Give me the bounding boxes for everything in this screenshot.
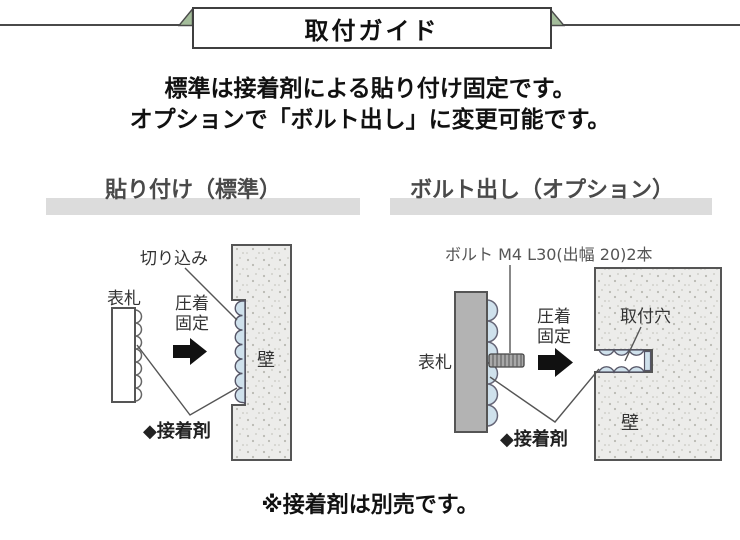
wall-shape [231, 244, 292, 461]
adhesive-bead-slot-end [643, 350, 652, 372]
nameplate-label: 表札 [418, 353, 452, 373]
arrow-right-icon [538, 348, 573, 377]
diagram-adhesive-standard: 切り込み 表札 圧着 固定 壁 ◆接着剤 [107, 244, 292, 461]
section-heading-bolt: ボルト出し（オプション） [410, 178, 675, 203]
leader-line-adhesive [136, 344, 238, 416]
adhesive-bead-wall [234, 300, 246, 404]
bolt-icon [488, 353, 525, 368]
intro-line-2: オプションで「ボルト出し」に変更可能です。 [129, 107, 611, 133]
leader-line-hole [624, 326, 642, 362]
wall-label: 壁 [257, 350, 275, 371]
section-heading-adhesive: 貼り付け（標準） [105, 178, 282, 203]
notch-label: 切り込み [140, 249, 208, 269]
footer-note: ※接着剤は別売です。 [261, 493, 479, 518]
section-bar-right [390, 198, 712, 215]
section-bar-left [46, 198, 360, 215]
adhesive-label: ◆接着剤 [143, 420, 211, 442]
adhesive-label: ◆接着剤 [500, 428, 568, 450]
leader-line-adhesive [489, 368, 600, 423]
press-fix-label-1: 圧着 [175, 294, 209, 314]
adhesive-bead-slot-bottom [598, 366, 645, 374]
intro-line-1: 標準は接着剤による貼り付け固定です。 [164, 76, 576, 102]
adhesive-bead-slot-top [598, 348, 645, 356]
intro-text: 標準は接着剤による貼り付け固定です。 オプションで「ボルト出し」に変更可能です。 [0, 74, 740, 136]
nameplate-label: 表札 [107, 289, 141, 309]
mounting-hole-label: 取付穴 [620, 307, 671, 327]
page-title: 取付ガイド [304, 16, 440, 45]
nameplate-shape [454, 291, 488, 433]
banner-box: 取付ガイド [192, 7, 552, 49]
press-fix-label-2: 固定 [175, 314, 209, 334]
wall-shape [594, 267, 722, 461]
diagram-bolt-option: ボルト M4 L30(出幅 20)2本 表札 圧着 固定 取付穴 壁 ◆接着剤 [418, 245, 722, 461]
wall-label: 壁 [621, 413, 639, 434]
press-fix-label-2: 固定 [537, 327, 571, 347]
nameplate-shape [111, 307, 136, 403]
bolt-label: ボルト M4 L30(出幅 20)2本 [445, 245, 653, 264]
press-fix-label-1: 圧着 [537, 307, 571, 327]
leader-line-notch [184, 267, 238, 321]
arrow-right-icon [173, 338, 207, 365]
